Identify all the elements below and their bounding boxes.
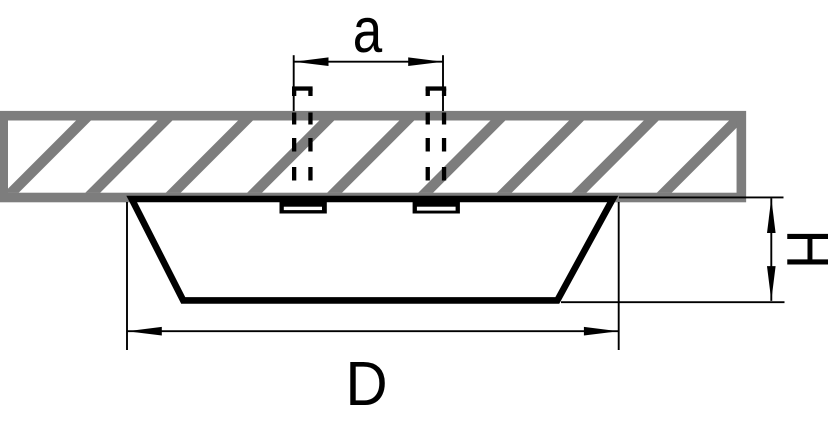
svg-text:D: D <box>345 349 387 418</box>
svg-text:H: H <box>773 229 828 269</box>
svg-text:a: a <box>353 0 383 66</box>
